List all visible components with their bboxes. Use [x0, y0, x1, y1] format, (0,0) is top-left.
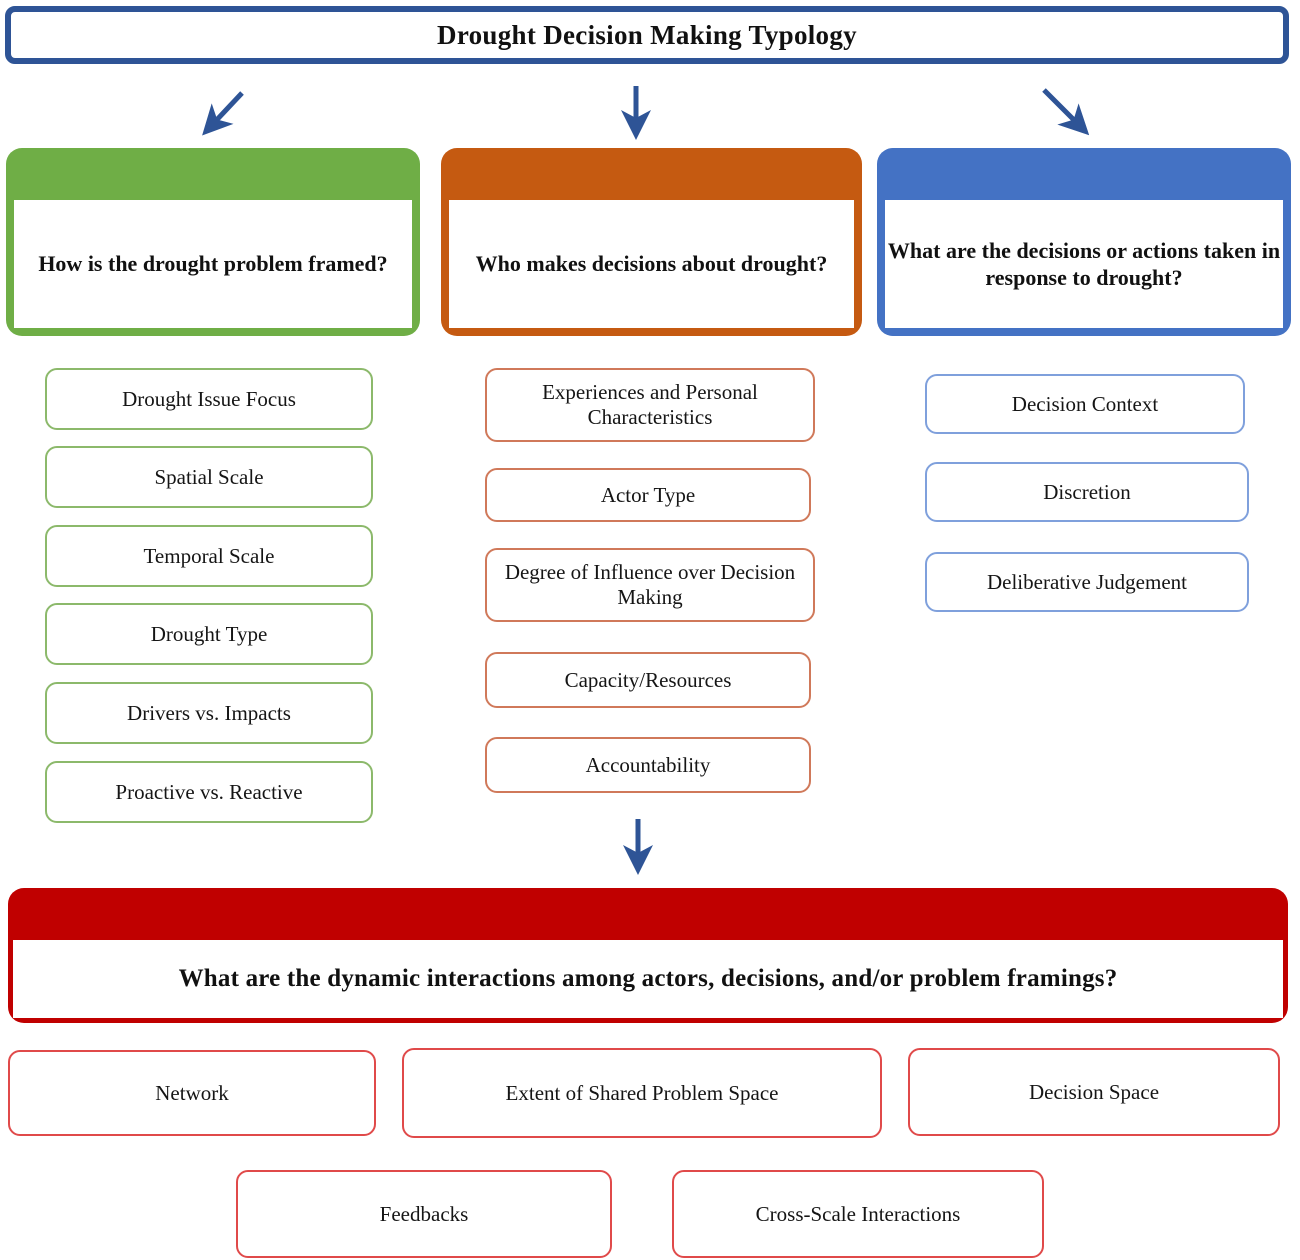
item-decision-space[interactable]: Decision Space: [908, 1048, 1280, 1136]
item-label: Discretion: [1043, 479, 1131, 504]
item-discretion[interactable]: Discretion: [925, 462, 1249, 522]
item-label: Feedbacks: [379, 1201, 469, 1226]
item-label: Experiences and Personal Characteristics: [542, 380, 758, 429]
diagram-title-box: Drought Decision Making Typology: [5, 6, 1289, 64]
item-label: Network: [155, 1080, 229, 1105]
category-header-decisions-inner: What are the decisions or actions taken …: [885, 200, 1283, 328]
item-label: Degree of Influence over Decision Making: [504, 560, 796, 609]
category-header-actors-inner: Who makes decisions about drought?: [449, 200, 854, 328]
item-experiences-personal-characteristics[interactable]: Experiences and Personal Characteristics: [485, 368, 815, 442]
item-degree-of-influence[interactable]: Degree of Influence over Decision Making: [485, 548, 815, 622]
item-drought-type[interactable]: Drought Type: [45, 603, 373, 665]
arrow-title-to-decisions-icon: [1042, 88, 1090, 136]
category-header-interactions-label: What are the dynamic interactions among …: [178, 965, 1118, 992]
item-label: Decision Context: [1011, 391, 1159, 416]
item-label: Drivers vs. Impacts: [127, 700, 291, 725]
category-header-decisions-label: What are the decisions or actions taken …: [887, 237, 1281, 291]
item-label: Actor Type: [600, 482, 696, 507]
item-proactive-vs-reactive[interactable]: Proactive vs. Reactive: [45, 761, 373, 823]
item-label: Proactive vs. Reactive: [115, 779, 303, 804]
item-feedbacks[interactable]: Feedbacks: [236, 1170, 612, 1258]
item-label: Accountability: [585, 752, 711, 777]
category-header-actors-label: Who makes decisions about drought?: [475, 251, 828, 277]
item-network[interactable]: Network: [8, 1050, 376, 1136]
category-header-decisions[interactable]: What are the decisions or actions taken …: [877, 148, 1291, 336]
arrow-title-to-actors-icon: [621, 86, 651, 140]
category-header-framing-inner: How is the drought problem framed?: [14, 200, 412, 328]
item-deliberative-judgement[interactable]: Deliberative Judgement: [925, 552, 1249, 612]
item-extent-of-shared-problem-space[interactable]: Extent of Shared Problem Space: [402, 1048, 882, 1138]
item-label: Drought Type: [150, 621, 268, 646]
item-label: Extent of Shared Problem Space: [505, 1080, 779, 1105]
item-label: Deliberative Judgement: [986, 569, 1187, 594]
category-header-interactions-inner: What are the dynamic interactions among …: [13, 940, 1283, 1018]
item-label: Spatial Scale: [154, 464, 264, 489]
item-decision-context[interactable]: Decision Context: [925, 374, 1245, 434]
item-label: Cross-Scale Interactions: [755, 1201, 961, 1226]
item-label: Drought Issue Focus: [122, 386, 296, 411]
item-label: Decision Space: [1028, 1079, 1160, 1104]
item-temporal-scale[interactable]: Temporal Scale: [45, 525, 373, 587]
item-capacity-resources[interactable]: Capacity/Resources: [485, 652, 811, 708]
arrow-actors-to-interactions-icon: [623, 819, 653, 875]
category-header-interactions[interactable]: What are the dynamic interactions among …: [8, 888, 1288, 1023]
arrow-title-to-framing-icon: [202, 91, 244, 136]
category-header-actors[interactable]: Who makes decisions about drought?: [441, 148, 862, 336]
item-accountability[interactable]: Accountability: [485, 737, 811, 793]
category-header-framing-label: How is the drought problem framed?: [38, 251, 388, 277]
item-label: Capacity/Resources: [564, 667, 732, 692]
item-label: Temporal Scale: [143, 543, 275, 568]
item-actor-type[interactable]: Actor Type: [485, 468, 811, 522]
diagram-title: Drought Decision Making Typology: [437, 19, 857, 50]
category-header-framing[interactable]: How is the drought problem framed?: [6, 148, 420, 336]
item-drivers-vs-impacts[interactable]: Drivers vs. Impacts: [45, 682, 373, 744]
item-spatial-scale[interactable]: Spatial Scale: [45, 446, 373, 508]
item-drought-issue-focus[interactable]: Drought Issue Focus: [45, 368, 373, 430]
item-cross-scale-interactions[interactable]: Cross-Scale Interactions: [672, 1170, 1044, 1258]
